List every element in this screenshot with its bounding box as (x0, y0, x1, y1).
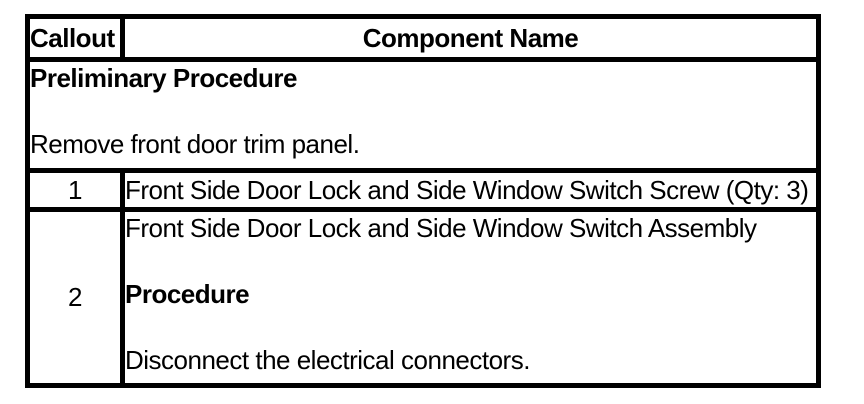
procedure-label: Procedure (125, 279, 250, 309)
component-name-2: Front Side Door Lock and Side Window Swi… (125, 213, 758, 244)
preliminary-procedure-title: Preliminary Procedure (30, 63, 298, 94)
column-header-component-name: Component Name (120, 14, 821, 62)
table-row: 1 Front Side Door Lock and Side Window S… (25, 168, 821, 212)
table-header-row: Callout Component Name (25, 14, 821, 62)
procedure-step: Disconnect the electrical connectors. (125, 345, 531, 375)
table-row: 2 Front Side Door Lock and Side Window S… (25, 207, 821, 388)
callout-number-2: 2 (25, 207, 125, 388)
component-name-cell-2: Front Side Door Lock and Side Window Swi… (120, 207, 821, 388)
preliminary-procedure-step: Remove front door trim panel. (30, 129, 360, 159)
column-header-callout: Callout (25, 14, 125, 62)
preliminary-procedure-row: Preliminary Procedure Remove front door … (25, 57, 821, 173)
component-name-1: Front Side Door Lock and Side Window Swi… (120, 168, 821, 212)
preliminary-procedure-cell: Preliminary Procedure Remove front door … (25, 57, 821, 173)
component-callout-table: Callout Component Name Preliminary Proce… (25, 14, 821, 388)
callout-number-1: 1 (25, 168, 125, 212)
